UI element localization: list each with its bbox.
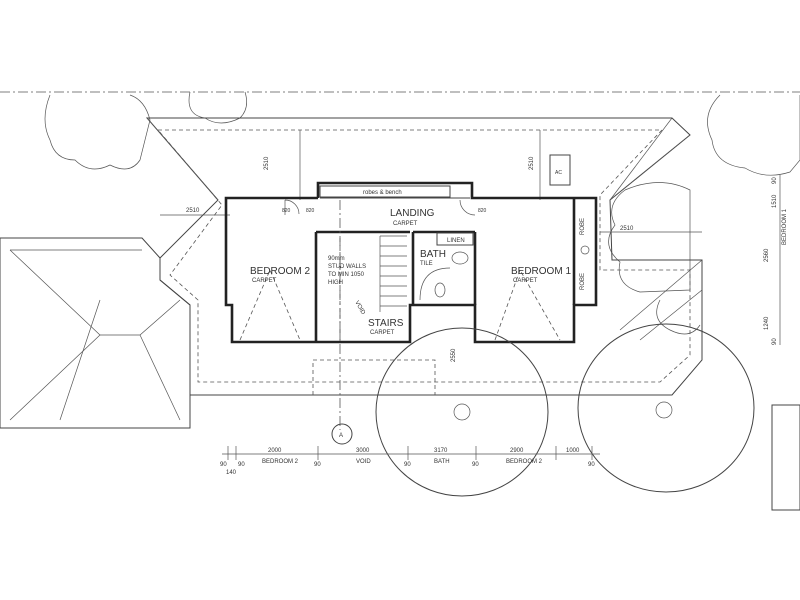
bath-basin — [451, 251, 469, 265]
linen-label: LINEN — [447, 238, 465, 244]
title-block — [771, 404, 800, 511]
door-820-b: 820 — [478, 208, 487, 214]
robe-upper-label: ROBE — [580, 218, 586, 235]
ac-unit — [549, 154, 571, 186]
roof-left-ridge — [100, 299, 181, 336]
right-dim-90-b: 90 — [772, 338, 778, 345]
bedroom2-floor: CARPET — [252, 278, 277, 284]
roof-left-hip-c — [59, 299, 101, 421]
stairs-label: STAIRS — [368, 318, 404, 329]
bath-floor: TILE — [420, 261, 433, 267]
tree-trunk-right — [655, 401, 673, 419]
dim-2510-top-a: 2510 — [264, 156, 270, 170]
ac-label: AC — [555, 170, 562, 176]
tree-top-right — [707, 94, 800, 176]
bedroom1-label: BEDROOM 1 — [511, 266, 571, 277]
stairs-floor: CARPET — [370, 330, 395, 336]
gable-bedroom1 — [494, 269, 561, 341]
robes-bench-box — [319, 185, 451, 198]
tree-circle-left — [375, 327, 549, 497]
outer-wall — [224, 181, 598, 344]
bedroom1-floor: CARPET — [513, 278, 538, 284]
hip-line-nw — [146, 117, 219, 201]
bedroom2-label: BEDROOM 2 — [250, 266, 310, 277]
main-roof-eaves — [157, 129, 691, 383]
robes-bench-label: robes & bench — [363, 190, 402, 196]
dim-2510-top-b: 2510 — [529, 156, 535, 170]
roof-left-hips — [9, 249, 101, 421]
landing-floor: CARPET — [393, 221, 418, 227]
tree-right — [608, 182, 691, 293]
gable-void — [312, 359, 436, 395]
right-dim-90-a: 90 — [772, 177, 778, 184]
void-label: VOID — [353, 300, 366, 316]
right-dim-bedroom1: BEDROOM 1 — [782, 208, 788, 245]
roof-left-hip-a — [139, 334, 181, 421]
toilet — [434, 282, 446, 298]
linen-cupboard — [436, 232, 474, 246]
shower-arc — [419, 267, 451, 301]
robe-fixture — [580, 245, 590, 255]
stairs-treads — [379, 235, 407, 312]
bottom-dim-2900: 2900 — [510, 448, 524, 454]
robe-lower-label: ROBE — [580, 273, 586, 290]
compass-label: A — [339, 433, 343, 439]
stud-note-3: TO MIN 1050 — [328, 272, 365, 278]
bottom-label-void: VOID — [356, 459, 371, 465]
stud-note-1: 90mm — [328, 256, 345, 262]
tree-right-small — [656, 299, 701, 335]
tree-top-center — [188, 91, 247, 124]
stud-note-4: HIGH — [328, 280, 343, 286]
door-bedroom2 — [284, 199, 300, 215]
tree-circle-right — [577, 323, 755, 493]
right-dim-2560: 2560 — [764, 248, 770, 262]
bottom-dim-90-a: 90 — [220, 462, 227, 468]
right-dim-1240: 1240 — [764, 316, 770, 330]
bottom-dim-90-c: 90 — [314, 462, 321, 468]
door-820-c: 820 — [306, 208, 315, 214]
bottom-dim-3000: 3000 — [356, 448, 370, 454]
bottom-dim-90-b: 90 — [238, 462, 245, 468]
hip-line-inner-ne — [609, 134, 691, 201]
dim-2510-left: 2510 — [186, 208, 200, 214]
bottom-dim-2000: 2000 — [268, 448, 282, 454]
compass-circle — [331, 423, 353, 445]
bottom-dim-3170: 3170 — [434, 448, 448, 454]
roof-left-outline — [0, 237, 191, 429]
bottom-dim-90-f: 90 — [588, 462, 595, 468]
door-820-a: 820 — [282, 208, 291, 214]
bath-label: BATH — [420, 249, 446, 260]
dim-2510-right: 2510 — [620, 226, 634, 232]
bottom-label-bath: BATH — [434, 459, 450, 465]
dim-2550-bath: 2550 — [451, 348, 457, 362]
tree-trunk-left — [453, 403, 471, 421]
right-dim-1510: 1510 — [772, 194, 778, 208]
bottom-label-bedroom2-a: BEDROOM 2 — [262, 459, 299, 465]
bottom-dim-140: 140 — [226, 470, 237, 476]
gable-bedroom2 — [239, 268, 301, 341]
hip-line-se2 — [639, 289, 703, 341]
hip-line-ne — [609, 117, 673, 201]
bottom-dim-90-d: 90 — [404, 462, 411, 468]
tree-top-left — [44, 94, 151, 170]
bottom-dim-90-e: 90 — [472, 462, 479, 468]
door-landing — [459, 199, 476, 216]
bottom-dim-ticks — [227, 446, 593, 460]
stud-note-2: STUD WALLS — [328, 264, 366, 270]
hip-line-se — [619, 259, 703, 331]
bottom-label-bedroom2-b: BEDROOM 2 — [506, 459, 543, 465]
landing-label: LANDING — [390, 208, 435, 219]
bottom-dim-1000: 1000 — [566, 448, 580, 454]
